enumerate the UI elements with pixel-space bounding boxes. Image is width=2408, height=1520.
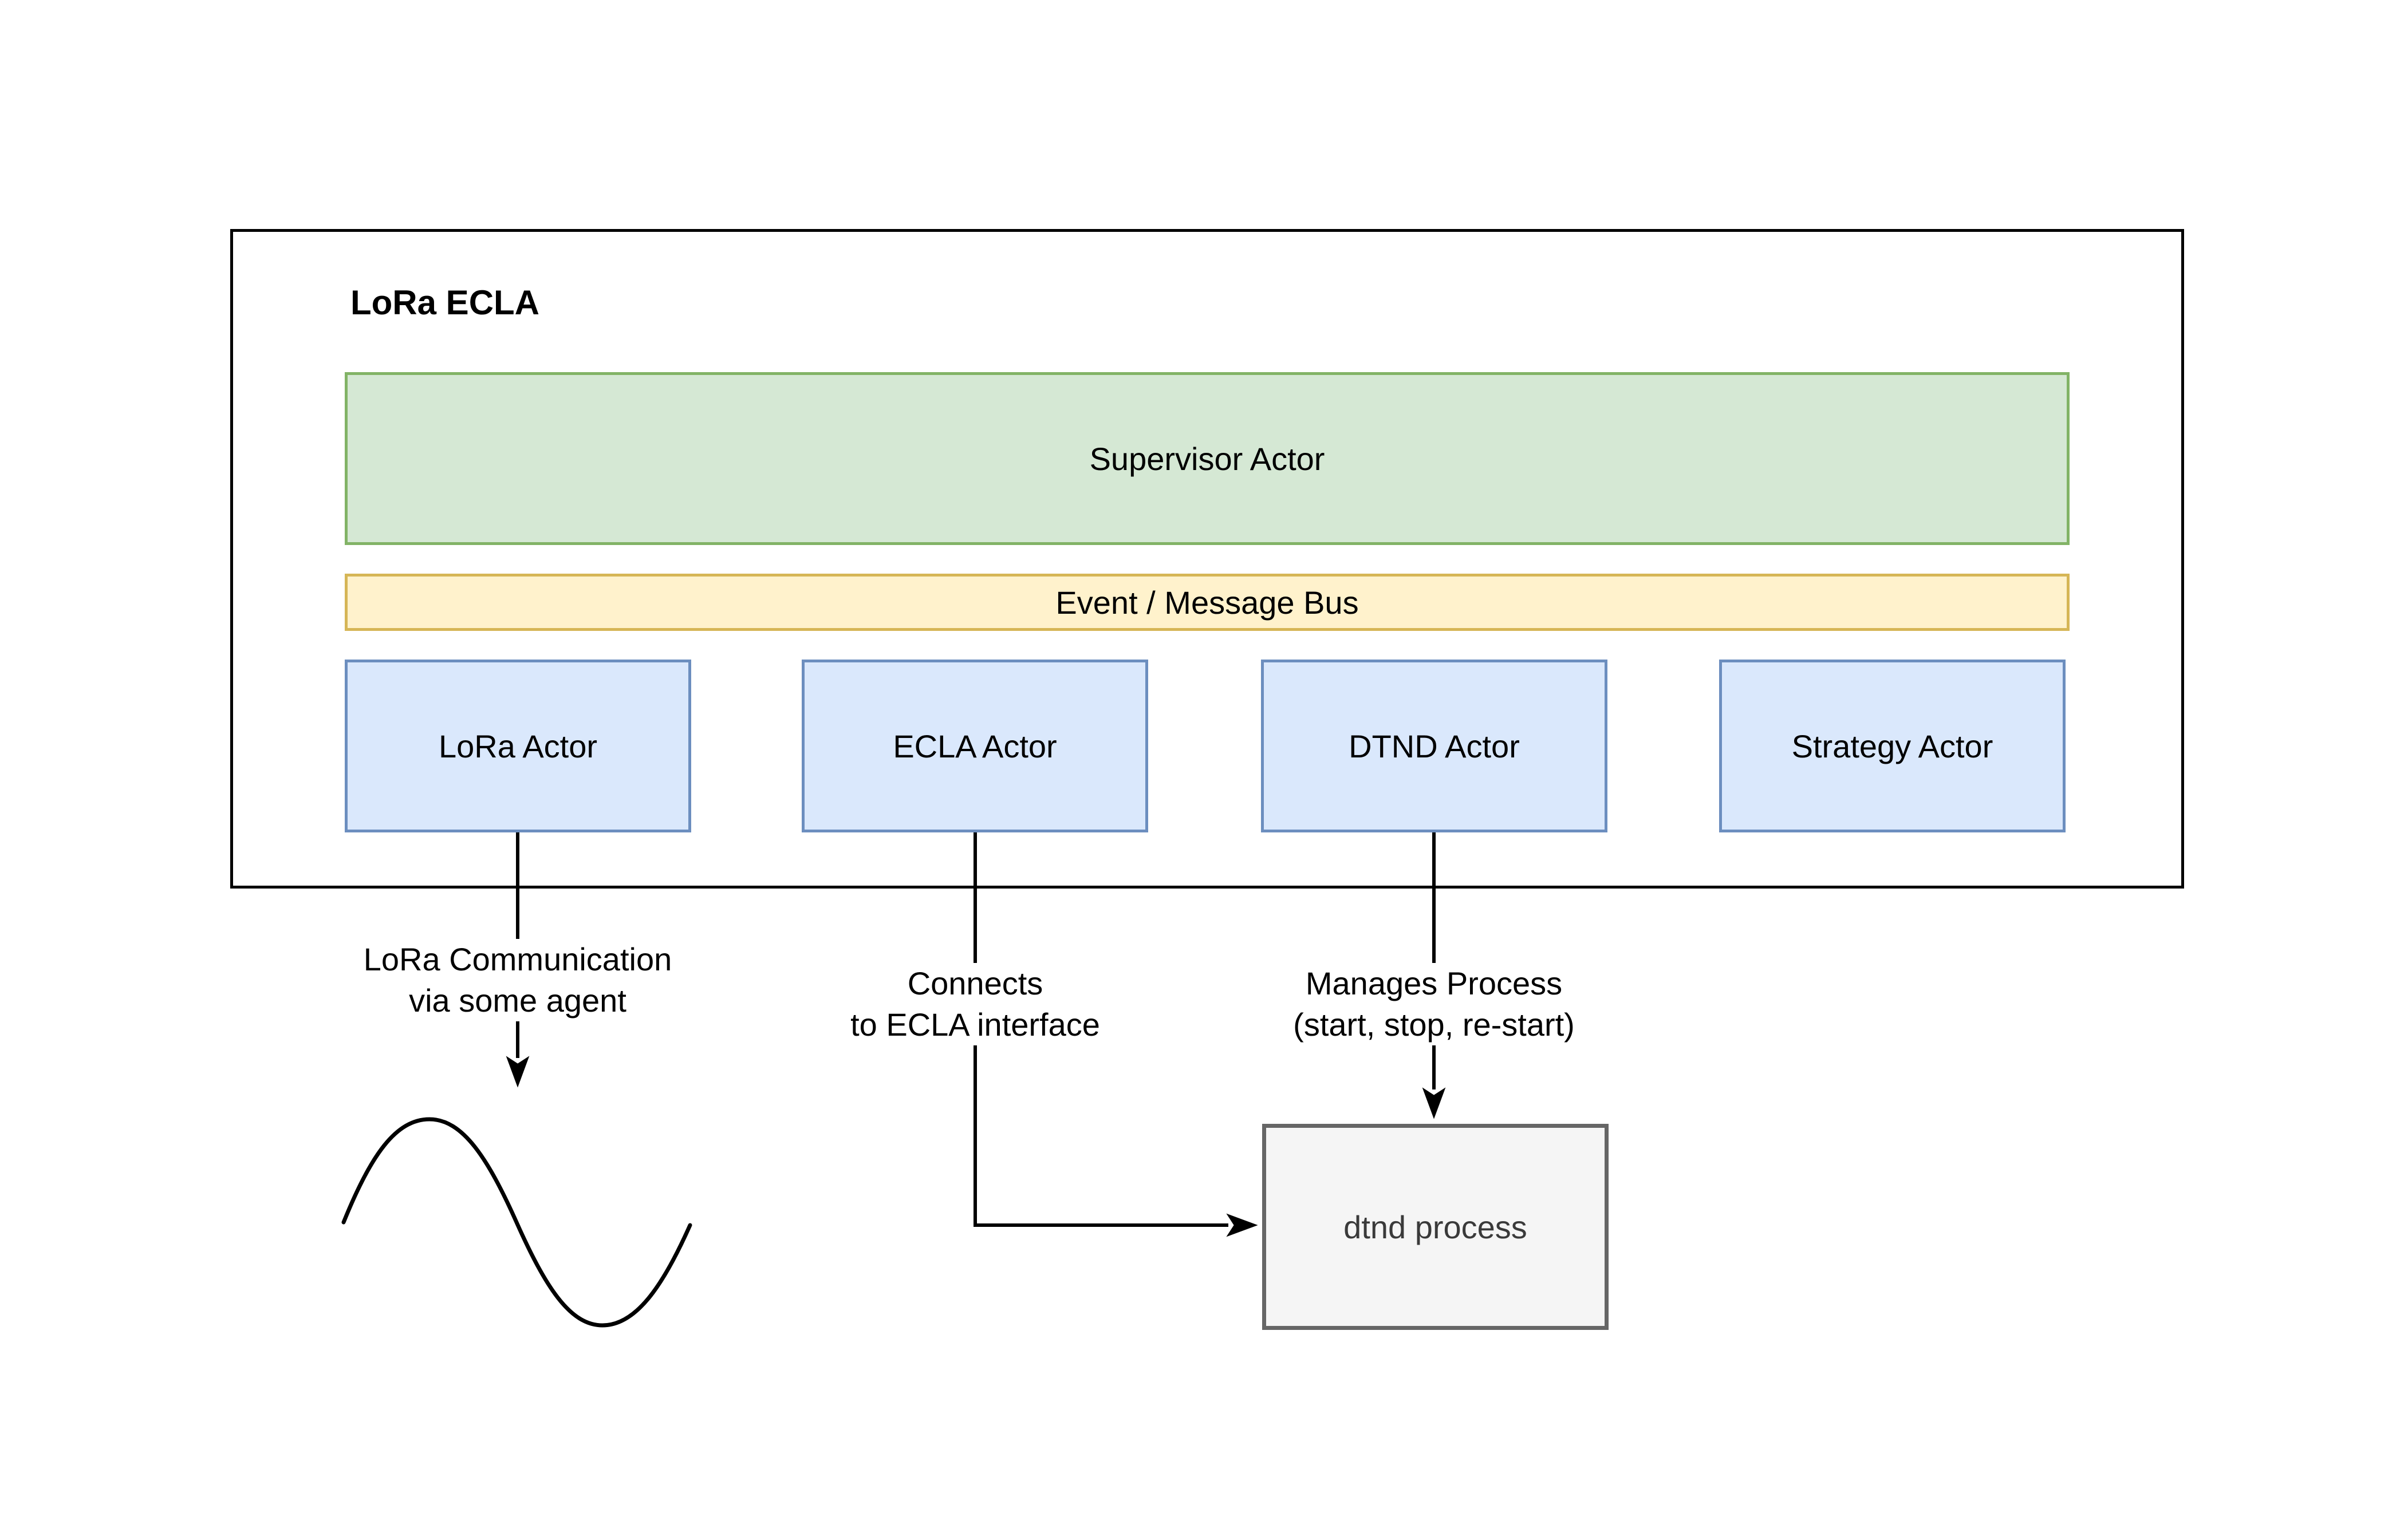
lora-communication-label-line1: LoRa Communication [357,939,678,980]
strategy-actor-box: Strategy Actor [1719,660,2066,832]
manages-process-label-line1: Manages Process [1299,963,1568,1004]
lora-actor-label: LoRa Actor [438,728,598,764]
lora-communication-label-line2: via some agent [403,980,632,1021]
sine-wave-icon [341,1117,692,1328]
diagram-title: LoRa ECLA [350,283,539,322]
lora-actor-box: LoRa Actor [345,660,691,832]
strategy-actor-label: Strategy Actor [1791,728,1993,764]
dtnd-actor-box: DTND Actor [1261,660,1607,832]
ecla-actor-label: ECLA Actor [893,728,1057,764]
dtnd-process-box: dtnd process [1262,1124,1609,1330]
connects-ecla-label-line2: to ECLA interface [845,1004,1106,1045]
event-message-bus-box: Event / Message Bus [345,574,2070,631]
manages-process-label: Manages Process (start, stop, re-start) [1282,963,1586,1045]
supervisor-actor-label: Supervisor Actor [1089,440,1325,477]
dtnd-actor-label: DTND Actor [1349,728,1520,764]
manages-process-label-line2: (start, stop, re-start) [1287,1004,1581,1045]
ecla-actor-box: ECLA Actor [802,660,1148,832]
event-message-bus-label: Event / Message Bus [1055,584,1359,621]
connects-ecla-label-line1: Connects [901,963,1049,1004]
lora-communication-label: LoRa Communication via some agent [357,939,678,1021]
dtnd-process-label: dtnd process [1343,1209,1527,1245]
supervisor-actor-box: Supervisor Actor [345,372,2070,545]
connects-ecla-label: Connects to ECLA interface [839,963,1112,1045]
